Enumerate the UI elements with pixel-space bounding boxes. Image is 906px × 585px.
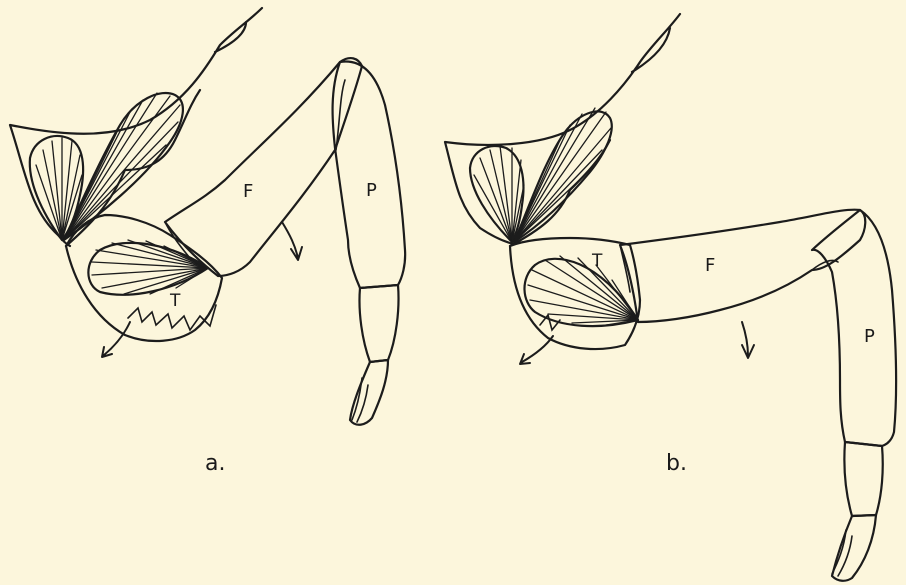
muscle-fibers-right-b (514, 108, 611, 242)
tibia-outline-b (844, 442, 882, 516)
arrow-femur-b (742, 322, 754, 358)
arrow-femur-a (282, 222, 302, 260)
patella-outline-a (333, 62, 406, 288)
muscle-fan-right-b (514, 111, 612, 242)
panel-b: F P T b. (445, 14, 896, 581)
muscle-fan-right-a (64, 93, 183, 240)
coxa-outline-b (445, 14, 680, 244)
caption-a: a. (205, 451, 225, 476)
arrow-trochanter-a (102, 322, 130, 357)
tarsus-outline-b (832, 515, 876, 581)
patella-inner-line-a (336, 80, 345, 150)
muscle-fibers-right-a (64, 93, 180, 240)
label-femur-b: F (705, 255, 715, 276)
caption-b: b. (666, 451, 687, 476)
label-trochanter-a: T (169, 291, 181, 311)
label-femur-a: F (243, 181, 253, 202)
femur-outline-a (165, 58, 362, 276)
tarsus-outline-a (350, 360, 388, 425)
label-patella-a: P (366, 180, 377, 201)
tibia-outline-a (359, 285, 398, 362)
label-trochanter-b: T (591, 251, 603, 271)
claw-b (832, 530, 852, 576)
panel-a: F P T a. (10, 8, 405, 476)
arrow-trochanter-b (520, 336, 553, 364)
label-patella-b: P (864, 326, 875, 347)
